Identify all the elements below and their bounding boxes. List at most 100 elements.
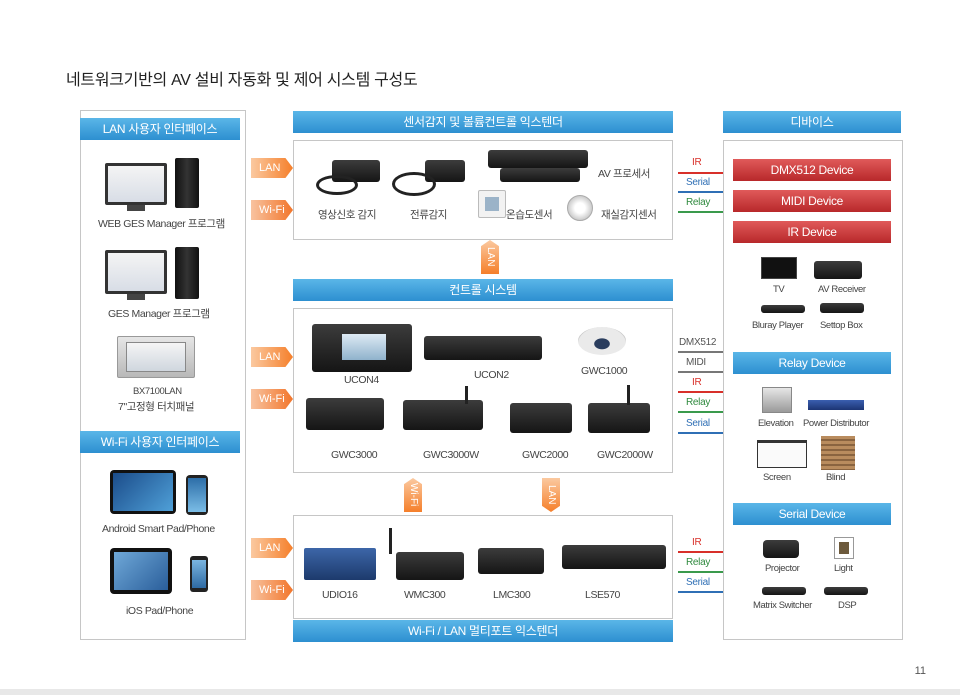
sensor-extender-header: 센서감지 및 볼륨컨트롤 익스텐더 <box>293 111 673 133</box>
cable-coil <box>392 172 436 196</box>
ir-line <box>678 172 723 174</box>
wifi-interface-header: Wi-Fi 사용자 인터페이스 <box>80 431 240 453</box>
midi-signal-label: MIDI <box>686 357 706 368</box>
bluray-device <box>761 305 805 313</box>
current-sense-device <box>425 160 465 182</box>
wifi-arrow: Wi-Fi <box>251 200 293 220</box>
gwc2000-device <box>510 403 572 433</box>
av-receiver-label: AV Receiver <box>818 284 866 295</box>
lan-vertical-arrow: LAN <box>481 240 499 274</box>
lan-vertical-arrow: LAN <box>542 478 560 512</box>
relay-signal-label: Relay <box>686 197 711 208</box>
projector-label: Projector <box>765 563 800 574</box>
lse570-label: LSE570 <box>585 589 620 601</box>
blind-label: Blind <box>826 472 846 483</box>
midi-line <box>678 371 723 373</box>
screen-device <box>757 440 807 468</box>
video-sense-label: 영상신호 감지 <box>318 209 377 221</box>
ir-device-box: IR Device <box>733 221 891 243</box>
udio16-device <box>304 548 376 580</box>
settop-label: Settop Box <box>820 320 863 331</box>
footer-band <box>0 689 960 695</box>
tv-label: TV <box>773 284 785 295</box>
av-processor-label: AV 프로세서 <box>598 168 650 180</box>
bluray-label: Bluray Player <box>752 320 804 331</box>
temp-sensor-device <box>478 190 506 218</box>
ios-label: iOS Pad/Phone <box>126 605 194 617</box>
udio16-label: UDIO16 <box>322 589 358 601</box>
wifi-arrow: Wi-Fi <box>251 389 293 409</box>
ucon2-label: UCON2 <box>474 369 509 381</box>
gwc3000-label: GWC3000 <box>331 449 378 461</box>
wmc300-device <box>396 552 464 580</box>
gwc3000w-device <box>403 400 483 430</box>
wmc300-label: WMC300 <box>404 589 446 601</box>
tv-device <box>761 257 797 279</box>
gwc1000-device <box>578 327 626 355</box>
antenna <box>389 528 392 554</box>
temp-sensor-label: 온습도센서 <box>506 209 553 221</box>
ucon4-device <box>312 324 412 372</box>
lan-arrow: LAN <box>251 538 293 558</box>
power-distributor-device <box>808 400 864 410</box>
devices-header: 디바이스 <box>723 111 901 133</box>
devices-panel <box>723 140 903 640</box>
serial-device-box: Serial Device <box>733 503 891 525</box>
relay-device-box: Relay Device <box>733 352 891 374</box>
android-label: Android Smart Pad/Phone <box>102 523 215 535</box>
cable-coil <box>316 175 358 195</box>
settop-device <box>820 303 864 313</box>
av-processor-device <box>488 150 588 168</box>
relay-signal-label: Relay <box>686 557 711 568</box>
lan-arrow: LAN <box>251 158 293 178</box>
power-distributor-label: Power Distributor <box>803 418 870 429</box>
pc-tower <box>175 247 199 299</box>
elevation-label: Elevation <box>758 418 794 429</box>
monitor-stand <box>127 294 145 300</box>
light-label: Light <box>834 563 853 574</box>
presence-sensor-label: 재실감지센서 <box>601 209 657 221</box>
dmx512-line <box>678 351 723 353</box>
dmx512-signal-label: DMX512 <box>679 337 717 348</box>
relay-signal-label: Relay <box>686 397 711 408</box>
blind-device <box>821 436 855 470</box>
ges-label: GES Manager 프로그램 <box>108 308 210 320</box>
ios-phone <box>190 556 208 592</box>
gwc3000-device <box>306 398 384 430</box>
touch-panel-device <box>117 336 195 378</box>
multiport-extender-header: Wi-Fi / LAN 멀티포트 익스텐더 <box>293 620 673 642</box>
lmc300-device <box>478 548 544 574</box>
gwc2000w-label: GWC2000W <box>597 449 653 461</box>
bx-model-label: BX7100LAN <box>133 386 182 397</box>
dsp-device <box>824 587 868 595</box>
gwc2000w-device <box>588 403 650 433</box>
av-processor-device <box>500 168 580 182</box>
gwc2000-label: GWC2000 <box>522 449 569 461</box>
antenna <box>465 386 468 404</box>
serial-signal-label: Serial <box>686 177 710 188</box>
matrix-switcher-label: Matrix Switcher <box>753 600 812 611</box>
dmx-device-box: DMX512 Device <box>733 159 891 181</box>
projector-device <box>763 540 799 558</box>
page-number: 11 <box>914 665 926 677</box>
midi-device-box: MIDI Device <box>733 190 891 212</box>
matrix-switcher-device <box>762 587 806 595</box>
web-ges-monitor <box>105 163 167 205</box>
ir-line <box>678 391 723 393</box>
av-receiver-device <box>814 261 862 279</box>
ucon4-label: UCON4 <box>344 374 379 386</box>
ir-signal-label: IR <box>692 377 702 388</box>
lse570-device <box>562 545 666 569</box>
web-ges-label: WEB GES Manager 프로그램 <box>98 218 225 230</box>
lan-arrow: LAN <box>251 347 293 367</box>
light-device <box>834 537 854 559</box>
dsp-label: DSP <box>838 600 857 611</box>
android-phone <box>186 475 208 515</box>
bx-desc-label: 7"고정형 터치패널 <box>118 401 195 413</box>
elevation-device <box>762 387 792 413</box>
ir-line <box>678 551 723 553</box>
ucon2-device <box>424 336 542 360</box>
antenna <box>627 385 630 405</box>
relay-line <box>678 411 723 413</box>
control-system-header: 컨트롤 시스템 <box>293 279 673 301</box>
